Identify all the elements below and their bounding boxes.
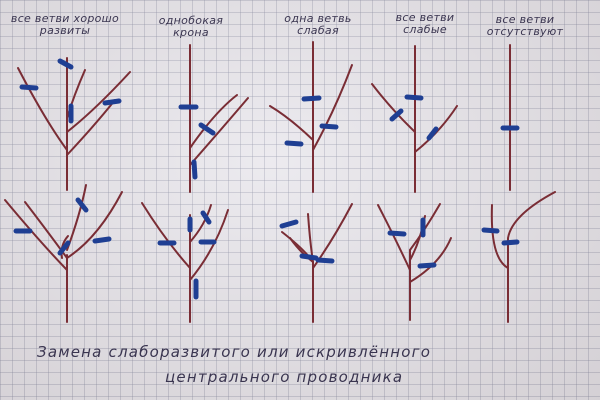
cut-mark — [57, 58, 74, 70]
cut-mark — [299, 253, 319, 261]
tree-branch — [66, 99, 116, 156]
label-line: отсутствуют — [486, 25, 564, 38]
label-all-branches-weak: все ветви слабые — [385, 12, 465, 36]
label-line: однобокая — [158, 14, 224, 27]
label-line: все ветви — [495, 13, 555, 26]
tree-bottom-1-replacement — [4, 184, 123, 323]
tree-branch — [289, 237, 314, 263]
tree-branch — [189, 204, 212, 243]
cut-mark — [92, 236, 112, 244]
label-line: развиты — [39, 24, 91, 37]
tree-branch — [371, 83, 416, 133]
label-lopsided-crown: однобокая крона — [148, 15, 234, 39]
label-one-branch-weak: одна ветвь слабая — [278, 13, 358, 37]
tree-bottom-5-replacement — [481, 191, 556, 323]
tree-branch — [189, 94, 238, 149]
tree-branch — [189, 97, 249, 166]
tree-branch — [141, 202, 191, 269]
tree-top-4-all-branches-weak — [371, 45, 458, 193]
tree-branch — [490, 204, 509, 269]
cut-mark — [191, 159, 198, 180]
cut-mark — [75, 197, 89, 213]
cut-mark — [57, 240, 71, 256]
label-all-branches-missing: все ветви отсутствуют — [480, 14, 570, 38]
tree-branch — [4, 199, 68, 271]
label-line: одна ветвь — [284, 12, 352, 25]
tree-branch — [312, 64, 353, 151]
cut-mark — [284, 140, 304, 147]
tree-bottom-2-replacement — [141, 202, 229, 323]
tree-branch — [409, 237, 452, 283]
cut-mark — [319, 123, 339, 130]
label-line: крона — [173, 26, 209, 39]
tree-branch — [269, 105, 314, 141]
label-line: слабая — [297, 24, 339, 37]
cut-mark — [417, 262, 437, 269]
tree-branch — [66, 191, 123, 259]
tree-top-3-one-branch-weak — [269, 41, 353, 193]
tree-branch — [189, 209, 229, 281]
tree-top-1-all-branches-developed — [17, 57, 131, 191]
tree-bottom-3-replacement — [279, 203, 353, 323]
label-line: слабые — [403, 23, 447, 36]
cut-mark — [198, 122, 216, 136]
cut-mark — [315, 257, 335, 264]
tree-branch — [377, 204, 411, 271]
cut-mark — [200, 210, 212, 225]
cut-mark — [389, 108, 404, 122]
tree-bottom-4-replacement — [377, 203, 452, 321]
label-all-branches-developed: все ветви хорошо развиты — [0, 13, 130, 37]
cut-mark — [481, 227, 500, 234]
label-line: все ветви хорошо — [10, 12, 120, 25]
caption-line-2: центрального проводника — [165, 368, 404, 386]
tree-branch — [66, 71, 131, 133]
tree-top-5-all-branches-missing — [500, 44, 520, 191]
caption-line-1: Замена слаборазвитого или искривлённого — [37, 343, 432, 361]
cut-mark — [404, 94, 424, 101]
cut-mark — [501, 239, 520, 246]
tree-branch — [66, 184, 87, 251]
tree-branch — [66, 69, 86, 119]
tree-top-2-lopsided-crown — [178, 44, 249, 193]
tree-branch — [312, 203, 353, 269]
tree-trunk — [507, 191, 556, 323]
cut-mark — [279, 219, 299, 229]
cut-mark — [19, 84, 39, 91]
cut-mark — [387, 230, 407, 237]
cut-mark — [301, 95, 322, 102]
label-line: все ветви — [395, 11, 455, 24]
tree-branch — [17, 67, 68, 151]
cut-mark — [426, 126, 439, 141]
cut-mark — [102, 98, 122, 106]
